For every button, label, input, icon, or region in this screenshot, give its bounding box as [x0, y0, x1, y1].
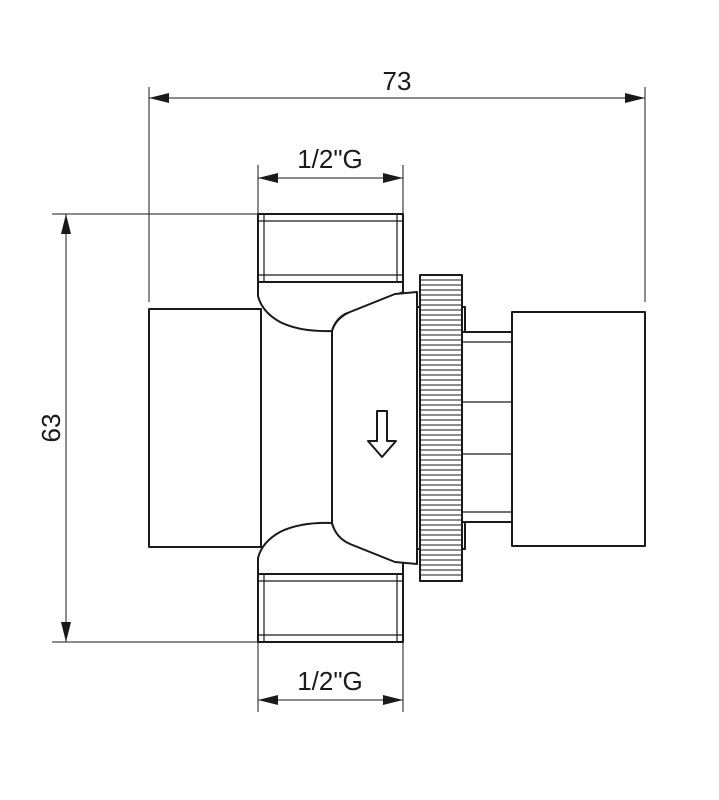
knurled-ring	[416, 274, 466, 582]
valve-body	[148, 213, 418, 643]
top-thread-connector	[257, 213, 404, 283]
flow-arrow-icon	[367, 410, 397, 458]
dimension-bottom-thread: 1/2"G	[258, 666, 403, 705]
dimension-overall-width: 73	[149, 66, 645, 103]
valve-cap	[511, 311, 646, 547]
dimension-overall-height: 63	[36, 214, 71, 642]
left-boss	[148, 308, 262, 548]
dimension-label-width: 73	[383, 66, 412, 96]
knurl-ridges	[420, 279, 462, 576]
valve-stem	[461, 331, 515, 523]
central-body	[331, 291, 418, 565]
dimension-top-thread: 1/2"G	[258, 144, 403, 183]
dimension-label-bottom-thread: 1/2"G	[297, 666, 363, 696]
dimension-label-height: 63	[36, 414, 66, 443]
bottom-thread-connector	[257, 573, 404, 643]
extension-lines	[52, 87, 646, 712]
dimension-label-top-thread: 1/2"G	[297, 144, 363, 174]
